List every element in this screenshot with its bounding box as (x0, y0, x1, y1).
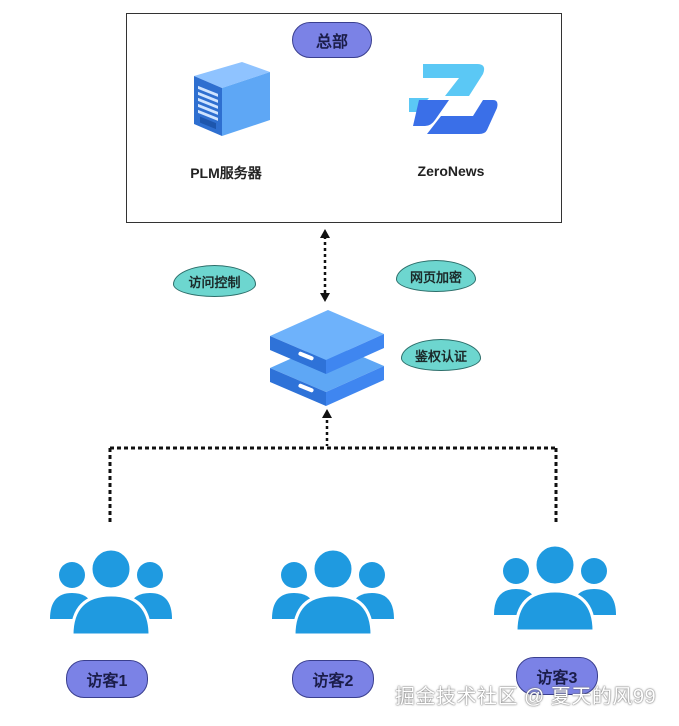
tag-access-control: 访问控制 (173, 265, 256, 297)
zeronews-logo-icon (409, 64, 498, 134)
zeronews-label: ZeroNews (417, 163, 485, 179)
plm-server-label: PLM服务器 (190, 165, 262, 181)
server-tower-icon (194, 62, 270, 136)
arrow-up-icon (320, 229, 330, 238)
visitor-2-label: 访客2 (292, 660, 374, 698)
arrow-down-icon (320, 293, 330, 302)
tag-web-encryption: 网页加密 (396, 260, 476, 292)
visitor-3-label: 访客3 (516, 657, 598, 695)
watermark-text: 掘金技术社区 @ 夏天的风99 (395, 686, 657, 708)
tag-authentication: 鉴权认证 (401, 339, 481, 371)
arrow-up-icon (322, 409, 332, 418)
user-group-icon (494, 543, 616, 633)
headquarters-title: 总部 (292, 22, 372, 58)
visitor-1-label: 访客1 (66, 660, 148, 698)
user-group-icon (50, 547, 172, 637)
network-gateway-icon (270, 310, 384, 406)
user-group-icon (272, 547, 394, 637)
